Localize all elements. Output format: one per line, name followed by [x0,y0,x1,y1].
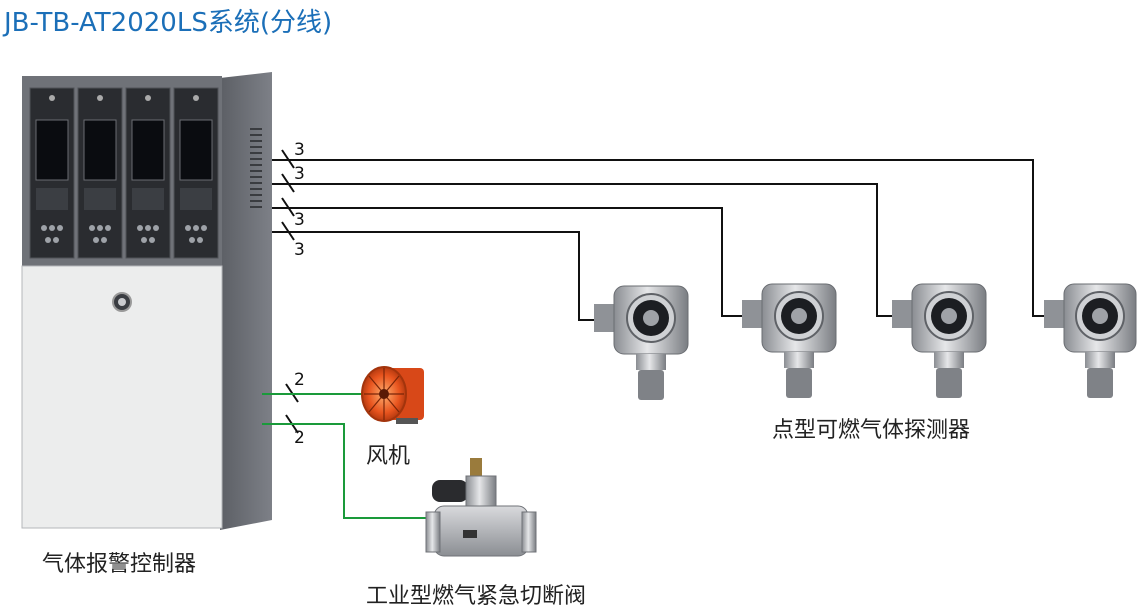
wire-count-detector-2: 3 [294,164,305,184]
wire-count-detector-3: 3 [294,210,305,230]
gas-detector-3 [892,283,987,398]
detectors-label: 点型可燃气体探测器 [772,418,971,443]
wire-count-detector-4: 3 [294,240,305,260]
gas-detector-2 [742,283,837,398]
gas-detector-4 [1044,283,1137,398]
control-wires [262,393,432,519]
gas-alarm-controller-cabinet-icon [21,72,272,530]
controller-module-panels [29,87,219,259]
controller-label: 气体报警控制器 [42,552,197,577]
gas-detector-1 [594,285,689,400]
wire-count-valve: 2 [294,428,305,448]
wire-count-fan: 2 [294,370,305,390]
valve-label: 工业型燃气紧急切断阀 [366,584,587,609]
wire-count-detector-1: 3 [294,140,305,160]
solenoid-shutoff-valve-icon [425,458,537,557]
diagram-title: JB-TB-AT2020LS系统(分线) [4,8,333,38]
axial-fan-icon [361,366,424,424]
fan-label: 风机 [366,444,411,469]
